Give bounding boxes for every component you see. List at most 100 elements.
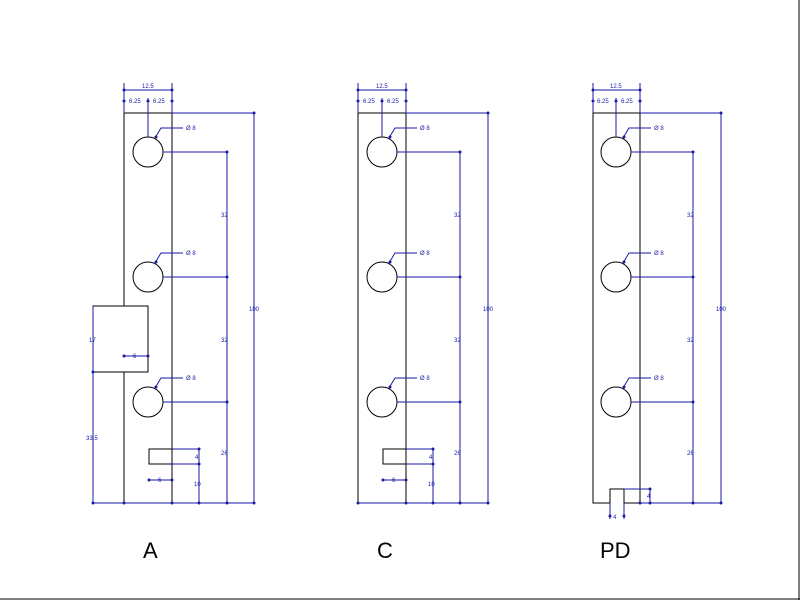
dim-width: 12.5 [610,84,622,90]
dim-bottom: 26 [454,451,461,457]
part-a-hole-3 [132,386,164,418]
dim-dot [154,385,158,389]
part-c-outline [357,112,407,504]
dim-dot [458,150,462,154]
dim-pitch-1: 32 [687,213,694,219]
dim-dot [225,275,229,279]
dim-slot-width: 6 [392,478,396,484]
leader [622,127,651,139]
dim-dot [614,99,618,103]
part-c: 12.5 6.25 6.25 Ø 8 Ø 8 Ø 8 32 32 26 100 [356,83,494,505]
leader [154,377,183,389]
dim-hole-3: Ø 8 [186,376,196,382]
dim-dot [380,99,384,103]
dim-dot [608,514,612,518]
dim-dot [648,487,652,491]
leader [154,252,183,264]
dim-half-right: 6.25 [621,99,633,105]
leader [388,252,417,264]
dim-dot [388,260,392,264]
dim-hole-2: Ø 8 [186,251,196,257]
dim-dot [691,275,695,279]
part-a: 12.5 6.25 6.25 Ø 8 Ø 8 Ø 8 32 32 26 100 [86,83,260,505]
dim-dot [638,501,642,505]
dim-width: 12.5 [376,84,388,90]
dim-hole-1: Ø 8 [186,126,196,132]
dim-dot [381,478,385,482]
dim-dot [431,462,435,466]
dim-dot [622,514,626,518]
dim-dot [404,99,408,103]
leader [154,127,183,139]
part-a-outline [123,112,173,504]
dim-half-right: 6.25 [387,99,399,105]
dim-dot [122,99,126,103]
dim-dot [147,478,151,482]
part-pd-hole-3 [600,386,632,418]
dim-dot [91,370,95,374]
dim-dot [622,385,626,389]
dim-pitch-1: 32 [454,213,461,219]
dim-dot [154,135,158,139]
dim-dot [122,354,126,358]
dim-total: 100 [716,307,727,313]
dim-dot [691,400,695,404]
dim-dot [356,99,360,103]
dim-dot [591,88,595,92]
dim-dot [170,88,174,92]
part-c-hole-1 [366,136,398,168]
dim-slot-offset: 10 [194,482,201,488]
dim-total: 100 [249,307,260,313]
dim-dot [458,400,462,404]
dim-dot [622,260,626,264]
dim-half-right: 6.25 [153,99,165,105]
dim-dot [404,501,408,505]
dim-dot [170,478,174,482]
dim-dot [404,478,408,482]
dim-dot [431,447,435,451]
part-label-pd: PD [600,538,631,563]
dim-slot-width: 6 [158,478,162,484]
dim-half-left: 6.25 [597,99,609,105]
part-label-a: A [143,538,158,563]
dim-pitch-1: 32 [221,213,228,219]
dim-dot [356,501,360,505]
dim-slot-height: 4 [195,455,199,461]
dim-foot-width: 4 [613,515,617,521]
dim-pitch-2: 32 [454,338,461,344]
dim-dot [388,385,392,389]
part-pd: 12.5 6.25 6.25 Ø 8 Ø 8 Ø 8 32 32 26 100 [591,83,727,521]
dim-foot-height: 4 [647,494,651,500]
dim-dot [458,275,462,279]
part-c-slot [382,448,406,465]
dim-hole-3: Ø 8 [654,376,664,382]
dim-bottom: 26 [221,451,228,457]
dim-pitch-2: 32 [687,338,694,344]
dim-hole-2: Ø 8 [420,251,430,257]
dim-dot [170,99,174,103]
dim-dot [122,88,126,92]
dim-dot [622,135,626,139]
dim-dot [486,111,490,115]
part-a-hole-1 [132,136,164,168]
part-label-c: C [377,538,393,563]
dim-width: 12.5 [142,84,154,90]
dim-dot [404,88,408,92]
part-pd-hole-1 [600,136,632,168]
dim-dot [154,260,158,264]
dim-dot [170,501,174,505]
dim-dot [638,88,642,92]
dim-slot-offset: 10 [428,482,435,488]
part-a-notch [92,305,124,373]
dim-dot [197,462,201,466]
dim-half-left: 6.25 [363,99,375,105]
dim-notch-offset: 33.5 [86,436,98,442]
dim-dot [591,99,595,103]
dim-dot [197,447,201,451]
dim-hole-1: Ø 8 [654,126,664,132]
dim-dot [252,111,256,115]
part-c-hole-2 [366,261,398,293]
dim-hole-2: Ø 8 [654,251,664,257]
leader [388,127,417,139]
